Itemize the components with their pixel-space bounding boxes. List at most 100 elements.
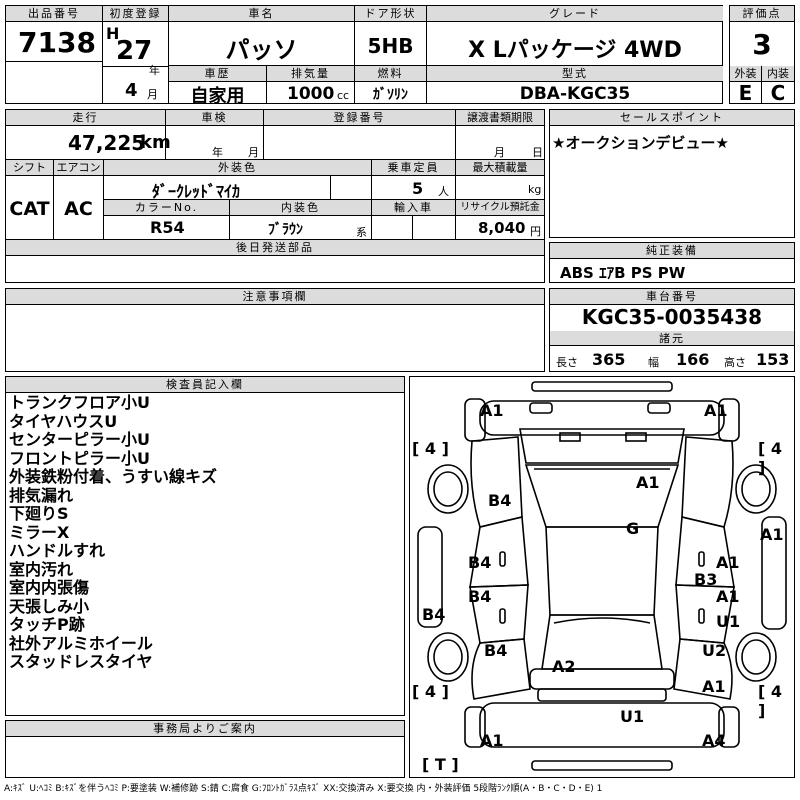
selling-points-box: セールスポイント ★オークションデビュー★ xyxy=(549,109,795,238)
equipment-box: 純正装備 ABS ｴｱB PS PW xyxy=(549,242,795,283)
model-label: 型式 xyxy=(427,66,723,82)
inspector-line: 下廻りS xyxy=(9,504,69,523)
reg-no-label: 登録番号 xyxy=(264,110,455,126)
notes-label: 注意事項欄 xyxy=(6,289,544,305)
ext-grade: E xyxy=(738,81,753,105)
inspector-line: 社外アルミホイール xyxy=(9,633,153,653)
model: DBA-KGC35 xyxy=(519,84,631,104)
lot-no: 7138 xyxy=(18,26,96,59)
damage-mark: A1 xyxy=(702,677,726,696)
damage-mark: B3 xyxy=(694,570,718,589)
front-right-tire xyxy=(735,464,777,514)
roof xyxy=(545,526,659,616)
recycle-label: リサイクル預託金 xyxy=(456,200,544,216)
insp-month-unit: 月 xyxy=(248,146,259,159)
load-label: 最大積載量 xyxy=(456,160,544,176)
left-front-fender xyxy=(470,436,523,528)
inspector-line: 天張しみ小 xyxy=(9,596,90,616)
left-front-door xyxy=(469,516,529,588)
front-left-tire xyxy=(427,464,469,514)
rear-bumper xyxy=(531,760,673,771)
inspector-label: 検査員記入欄 xyxy=(6,377,404,393)
left-rear-fender xyxy=(471,638,531,700)
left-side-panel xyxy=(417,526,443,628)
transfer-month-unit: 月 xyxy=(494,146,505,159)
mileage: 47,225 xyxy=(68,131,146,155)
seats-label: 乗車定員 xyxy=(372,160,455,176)
inspector-lines: トランクフロア小U タイヤハウスU センターピラー小U フロントピラー小U 外装… xyxy=(9,393,217,672)
color-no-label: カラーNo. xyxy=(104,200,229,216)
transfer-label: 譲渡書類期限 xyxy=(456,110,544,126)
transfer-day-unit: 日 xyxy=(532,146,543,159)
length-label: 長さ xyxy=(556,356,578,369)
info-box: 走行 47,225 km 車検 年 月 登録番号 譲渡書類期限 月 日 シフト … xyxy=(5,109,545,283)
damage-mark: A1 xyxy=(716,587,740,606)
header-box: 出品番号 7138 初度登録 H 27 年 4 月 車名 パッソ ドア形状 5H… xyxy=(5,5,723,107)
tire-depth-rr: [ 4 ] xyxy=(758,682,783,720)
length: 365 xyxy=(592,350,626,369)
car-name-label: 車名 xyxy=(169,6,354,22)
front-bumper xyxy=(531,381,673,392)
grade: X Lパッケージ 4WD xyxy=(468,38,682,63)
ac: AC xyxy=(64,198,93,220)
fuel-label: 燃料 xyxy=(355,66,426,82)
car-diagram: [ 4 ] [ 4 ] [ 4 ] [ 4 ] [ T ] A1 A1 A1 B… xyxy=(409,376,795,778)
spare-tire-mark: [ T ] xyxy=(422,755,459,774)
damage-mark: B4 xyxy=(488,491,512,510)
right-rear-fender xyxy=(673,638,733,700)
grade-label: グレード xyxy=(427,6,723,22)
inspector-box: 検査員記入欄 トランクフロア小U タイヤハウスU センターピラー小U フロントピ… xyxy=(5,376,405,716)
notes-box: 注意事項欄 xyxy=(5,288,545,372)
inspector-line: センターピラー小U xyxy=(9,430,150,449)
dims-label: 諸元 xyxy=(550,331,794,346)
int-color-label: 内装色 xyxy=(230,200,371,216)
legend: A:ｷｽﾞ U:ﾍｺﾐ B:ｷｽﾞを伴うﾍｺﾐ P:要塗装 W:補修跡 S:錆 … xyxy=(4,784,603,794)
inspector-line: トランクフロア小U xyxy=(9,393,150,412)
era: H xyxy=(106,24,120,43)
rear-panel xyxy=(479,702,725,748)
score: 3 xyxy=(752,28,772,61)
recycle: 8,040 xyxy=(478,219,526,237)
front-panel xyxy=(479,400,725,436)
office-box: 事務局よりご案内 xyxy=(5,720,405,778)
inspector-line: スタッドレスタイヤ xyxy=(9,652,153,671)
int-grade: C xyxy=(770,81,786,105)
chassis-label: 車台番号 xyxy=(550,289,794,305)
tire-depth-fr: [ 4 ] xyxy=(758,439,783,477)
history: 自家用 xyxy=(190,86,245,107)
right-side-panel xyxy=(761,516,787,630)
damage-mark: U1 xyxy=(620,707,645,726)
insp-year-unit: 年 xyxy=(212,146,223,159)
inspector-line: 排気漏れ xyxy=(9,485,74,505)
ext-label: 外装 xyxy=(730,66,761,82)
inspection-label: 車検 xyxy=(166,110,263,126)
displacement-unit: cc xyxy=(337,89,350,102)
lot-no-label: 出品番号 xyxy=(6,6,102,22)
equipment-label: 純正装備 xyxy=(550,243,794,259)
int-color-unit: 系 xyxy=(356,226,367,239)
ac-label: エアコン xyxy=(54,160,103,176)
damage-mark: A1 xyxy=(716,553,740,572)
tire-depth-fl: [ 4 ] xyxy=(412,439,449,458)
damage-mark: A1 xyxy=(480,401,504,420)
mileage-label: 走行 xyxy=(6,110,165,126)
damage-mark: A1 xyxy=(480,731,504,750)
inspector-line: タッチP跡 xyxy=(9,615,85,634)
first-reg-label: 初度登録 xyxy=(103,6,168,22)
displacement: 1000 xyxy=(287,84,335,104)
int-label: 内装 xyxy=(762,66,794,82)
score-label: 評価点 xyxy=(730,6,794,22)
recycle-unit: 円 xyxy=(530,225,541,238)
inspector-line: 室内汚れ xyxy=(9,559,74,579)
history-label: 車歴 xyxy=(169,66,266,82)
score-box: 評価点 3 外装 E 内装 C xyxy=(729,5,795,105)
reg-year: 27 xyxy=(116,36,153,66)
mileage-unit: km xyxy=(140,132,171,153)
damage-mark: G xyxy=(626,519,640,538)
import-label: 輸入車 xyxy=(372,200,455,216)
displacement-label: 排気量 xyxy=(267,66,354,82)
damage-mark: A1 xyxy=(760,525,784,544)
equipment-text: ABS ｴｱB PS PW xyxy=(560,264,686,282)
seats-unit: 人 xyxy=(438,185,449,198)
later-parts-label: 後日発送部品 xyxy=(6,240,544,256)
